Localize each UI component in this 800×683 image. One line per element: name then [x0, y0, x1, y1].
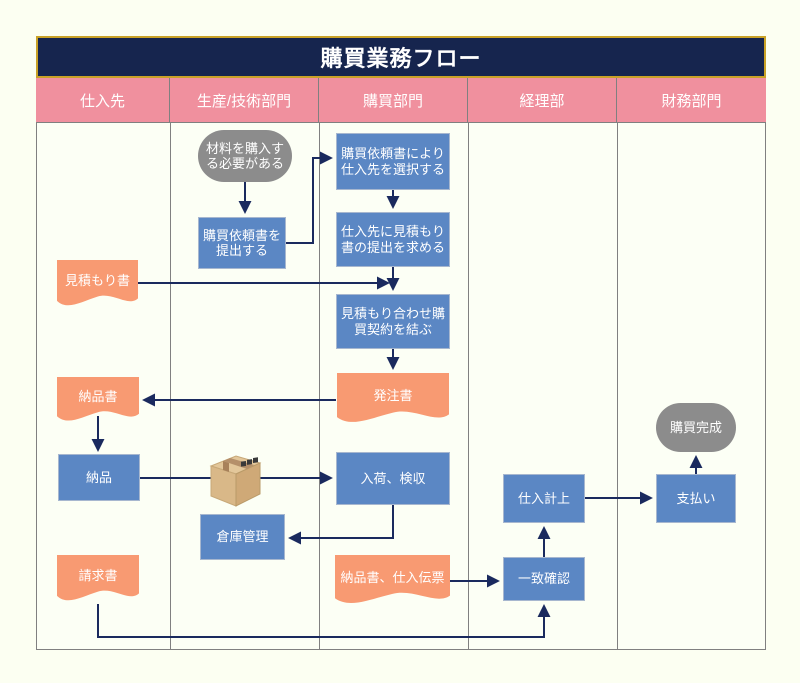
lane-header-purchasing: 購買部門	[319, 78, 468, 122]
lane-divider	[468, 123, 469, 649]
node-receiving-inspection: 入荷、検収	[336, 452, 450, 505]
lane-header-supplier: 仕入先	[36, 78, 170, 122]
node-purchase-entry: 仕入計上	[503, 474, 585, 523]
node-select-supplier: 購買依頼書により仕入先を選択する	[336, 133, 450, 190]
document-shape-icon	[337, 373, 449, 422]
node-payment: 支払い	[656, 474, 736, 523]
lane-header-row: 仕入先 生産/技術部門 購買部門 経理部 財務部門	[36, 78, 766, 122]
node-make-contract: 見積もり合わせ購買契約を結ぶ	[336, 294, 450, 349]
node-delivery-note-document: 納品書	[57, 377, 139, 425]
node-warehouse-management: 倉庫管理	[200, 514, 285, 560]
node-match-check: 一致確認	[503, 557, 585, 601]
document-shape-icon	[335, 555, 450, 604]
document-shape-icon	[57, 555, 139, 601]
node-delivery: 納品	[58, 454, 140, 501]
node-purchase-complete: 購買完成	[656, 403, 736, 452]
package-box-icon	[209, 455, 262, 507]
node-purchase-order-document: 発注書	[337, 373, 449, 427]
lane-divider	[617, 123, 618, 649]
node-slip-document: 納品書、仕入伝票	[335, 555, 450, 608]
node-submit-request: 購買依頼書を提出する	[198, 217, 286, 269]
lane-header-finance: 財務部門	[617, 78, 766, 122]
lane-header-accounting: 経理部	[468, 78, 617, 122]
node-request-quote: 仕入先に見積もり書の提出を求める	[336, 212, 450, 267]
lane-divider	[319, 123, 320, 649]
lane-divider	[170, 123, 171, 649]
document-shape-icon	[57, 260, 138, 306]
page-title: 購買業務フロー	[36, 36, 766, 78]
document-shape-icon	[57, 377, 139, 421]
node-need-material: 材料を購入する必要がある	[198, 130, 292, 182]
node-invoice-document: 請求書	[57, 555, 139, 605]
lane-header-production: 生産/技術部門	[170, 78, 319, 122]
node-quotation-document: 見積もり書	[57, 260, 138, 310]
